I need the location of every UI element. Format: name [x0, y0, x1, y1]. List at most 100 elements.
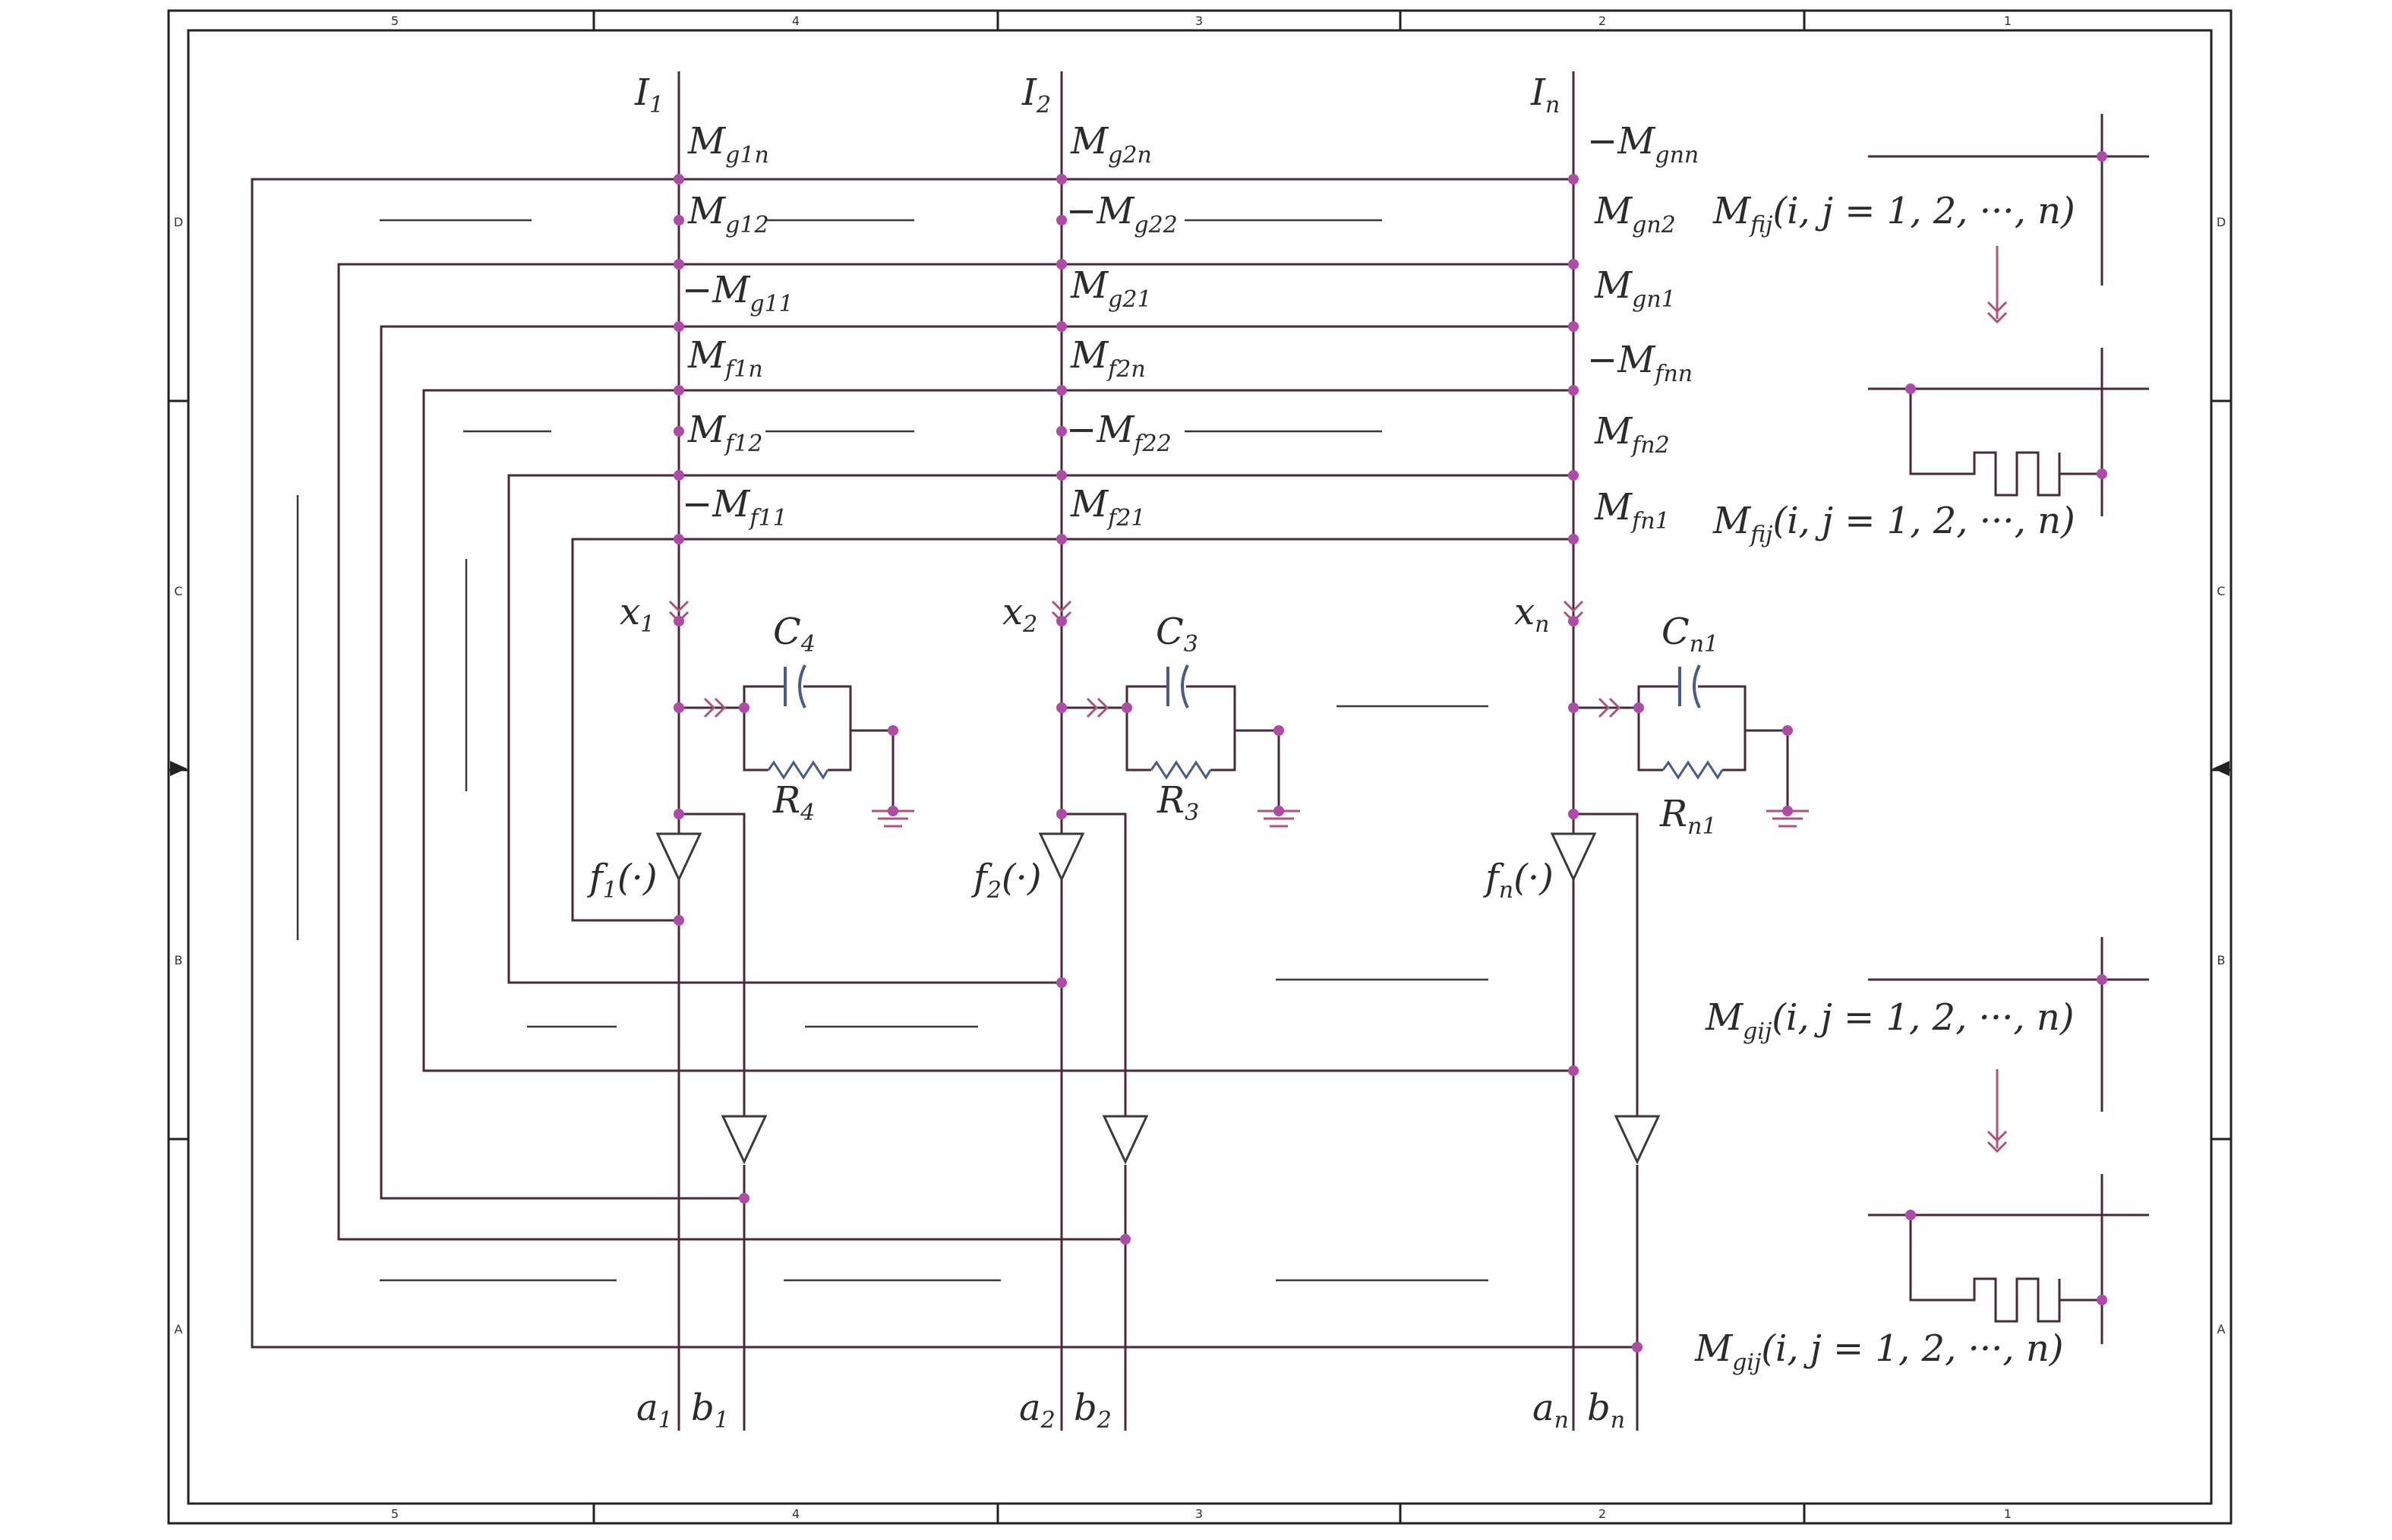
junction-node [674, 534, 684, 544]
weight-label: Mg12 [687, 190, 769, 238]
state-label: x1 [620, 591, 655, 638]
stray-segments [296, 219, 1488, 1282]
weight-label: Mfn1 [1594, 486, 1670, 535]
junction-node [1568, 385, 1579, 396]
weight-label: −Mgnn [1587, 120, 1699, 169]
buffer-b2 [1102, 1115, 1149, 1165]
junction-node [674, 702, 684, 713]
weight-label: Mgn1 [1594, 264, 1676, 313]
junction-node [674, 809, 684, 819]
junction-node [1568, 1065, 1579, 1076]
resistor-label: Rn1 [1659, 793, 1717, 840]
capacitor-cn1 [1678, 664, 1701, 708]
frame-col-label: 3 [1195, 1507, 1203, 1521]
junction-node [1568, 259, 1579, 270]
resistor-r4 [767, 760, 829, 780]
junction-node [1782, 806, 1793, 816]
state-label: x2 [1002, 591, 1037, 638]
buffer-b1 [721, 1115, 768, 1165]
weight-label: Mf1n [687, 334, 763, 383]
junction-node [2097, 974, 2107, 985]
output-a-label: a2 [1019, 1387, 1056, 1434]
junction-node [1056, 174, 1067, 185]
junction-node [1056, 426, 1067, 437]
weight-label: Mf2n [1070, 334, 1146, 383]
junction-node [1905, 383, 1916, 394]
buffer-bn [1614, 1115, 1661, 1165]
weight-labels-col-1: Mg1n Mg12 −Mg11 Mf1n Mf12 −Mf11 [682, 120, 794, 532]
junction-node [674, 616, 684, 626]
frame-column-labels-top: 5 4 3 2 1 [391, 14, 2012, 28]
frame-arrow-right [2213, 761, 2229, 776]
frame-col-label: 2 [1598, 1507, 1606, 1521]
junction-node [1056, 809, 1067, 819]
junction-node [674, 321, 684, 332]
weight-labels-col-n: −Mgnn Mgn2 Mgn1 −Mfnn Mfn2 Mfn1 [1587, 120, 1699, 535]
output-a-label: an [1532, 1387, 1569, 1434]
frame-row-label: D [174, 215, 183, 229]
amplifier-f2 [1038, 832, 1085, 882]
junction-node [1568, 809, 1579, 819]
rc-network-n [1637, 685, 1789, 808]
junction-node [1273, 806, 1284, 816]
weight-label: −Mfnn [1587, 339, 1693, 387]
weight-label: Mf12 [687, 409, 762, 457]
junction-node [674, 259, 684, 270]
weight-labels-col-2: Mg2n −Mg22 Mg21 Mf2n −Mf22 Mf21 [1066, 120, 1178, 532]
legend-label-f-bottom: Mfij(i, j = 1, 2, ···, n) [1712, 500, 2075, 548]
amplifier-f1 [655, 832, 702, 882]
frame-col-label: 1 [2004, 1507, 2012, 1521]
output-b-label: b1 [691, 1387, 729, 1434]
frame-col-label: 4 [792, 1507, 800, 1521]
junction-node [1056, 702, 1067, 713]
weight-label: −Mf22 [1066, 409, 1172, 457]
junction-node [1568, 534, 1579, 544]
weight-label: Mgn2 [1594, 190, 1676, 238]
frame-row-label: C [2217, 584, 2225, 598]
frame-row-label: A [175, 1322, 183, 1336]
junction-node [1120, 1234, 1131, 1245]
legend-label-g-bottom: Mgij(i, j = 1, 2, ···, n) [1694, 1327, 2064, 1376]
junction-node [1632, 1342, 1643, 1352]
junction-node [739, 702, 749, 713]
junction-node [1056, 259, 1067, 270]
column-n-labels: In xn Cn1 Rn1 fn(·) an bn [1483, 71, 1718, 1434]
frame-arrow-left [170, 761, 187, 776]
legend-label-g-top: Mgij(i, j = 1, 2, ···, n) [1705, 996, 2075, 1045]
amplifiers [655, 832, 1661, 1165]
frame-row-label: B [2217, 953, 2226, 967]
drawing-frame [167, 9, 2233, 1525]
function-label: fn(·) [1483, 857, 1554, 904]
function-label: f2(·) [971, 857, 1042, 904]
junction-node [1568, 321, 1579, 332]
junction-node [739, 1193, 749, 1204]
weight-label: Mf21 [1070, 483, 1145, 532]
junction-node [674, 385, 684, 396]
junction-node [888, 806, 898, 816]
column-2-labels: I2 x2 C3 R3 f2(·) a2 b2 [971, 71, 1199, 1434]
frame-col-label: 1 [2004, 14, 2012, 28]
junction-node [1056, 385, 1067, 396]
frame-row-label: B [175, 953, 183, 967]
junction-node [1122, 702, 1132, 713]
output-a-label: a1 [636, 1387, 673, 1434]
junction-node [1568, 616, 1579, 626]
weight-label: −Mg11 [682, 269, 794, 317]
resistor-rn1 [1661, 760, 1724, 780]
legend-switch-symbols [1868, 114, 2149, 1344]
input-label: In [1530, 71, 1560, 118]
wiring [251, 71, 1639, 1431]
frame-row-label: A [2217, 1322, 2226, 1336]
weight-label: −Mf11 [682, 483, 787, 532]
capacitor-label: C4 [773, 611, 816, 658]
junction-node [1056, 321, 1067, 332]
frame-col-label: 2 [1598, 14, 1606, 28]
junction-node [674, 174, 684, 185]
function-label: f1(·) [587, 857, 658, 904]
input-label: I2 [1021, 71, 1051, 118]
junction-node [1056, 616, 1067, 626]
legend-label-f-top: Mfij(i, j = 1, 2, ···, n) [1712, 190, 2075, 238]
capacitor-c3 [1166, 664, 1189, 708]
amplifier-fn [1550, 832, 1597, 882]
frame-column-labels-bottom: 5 4 3 2 1 [391, 1507, 2012, 1521]
